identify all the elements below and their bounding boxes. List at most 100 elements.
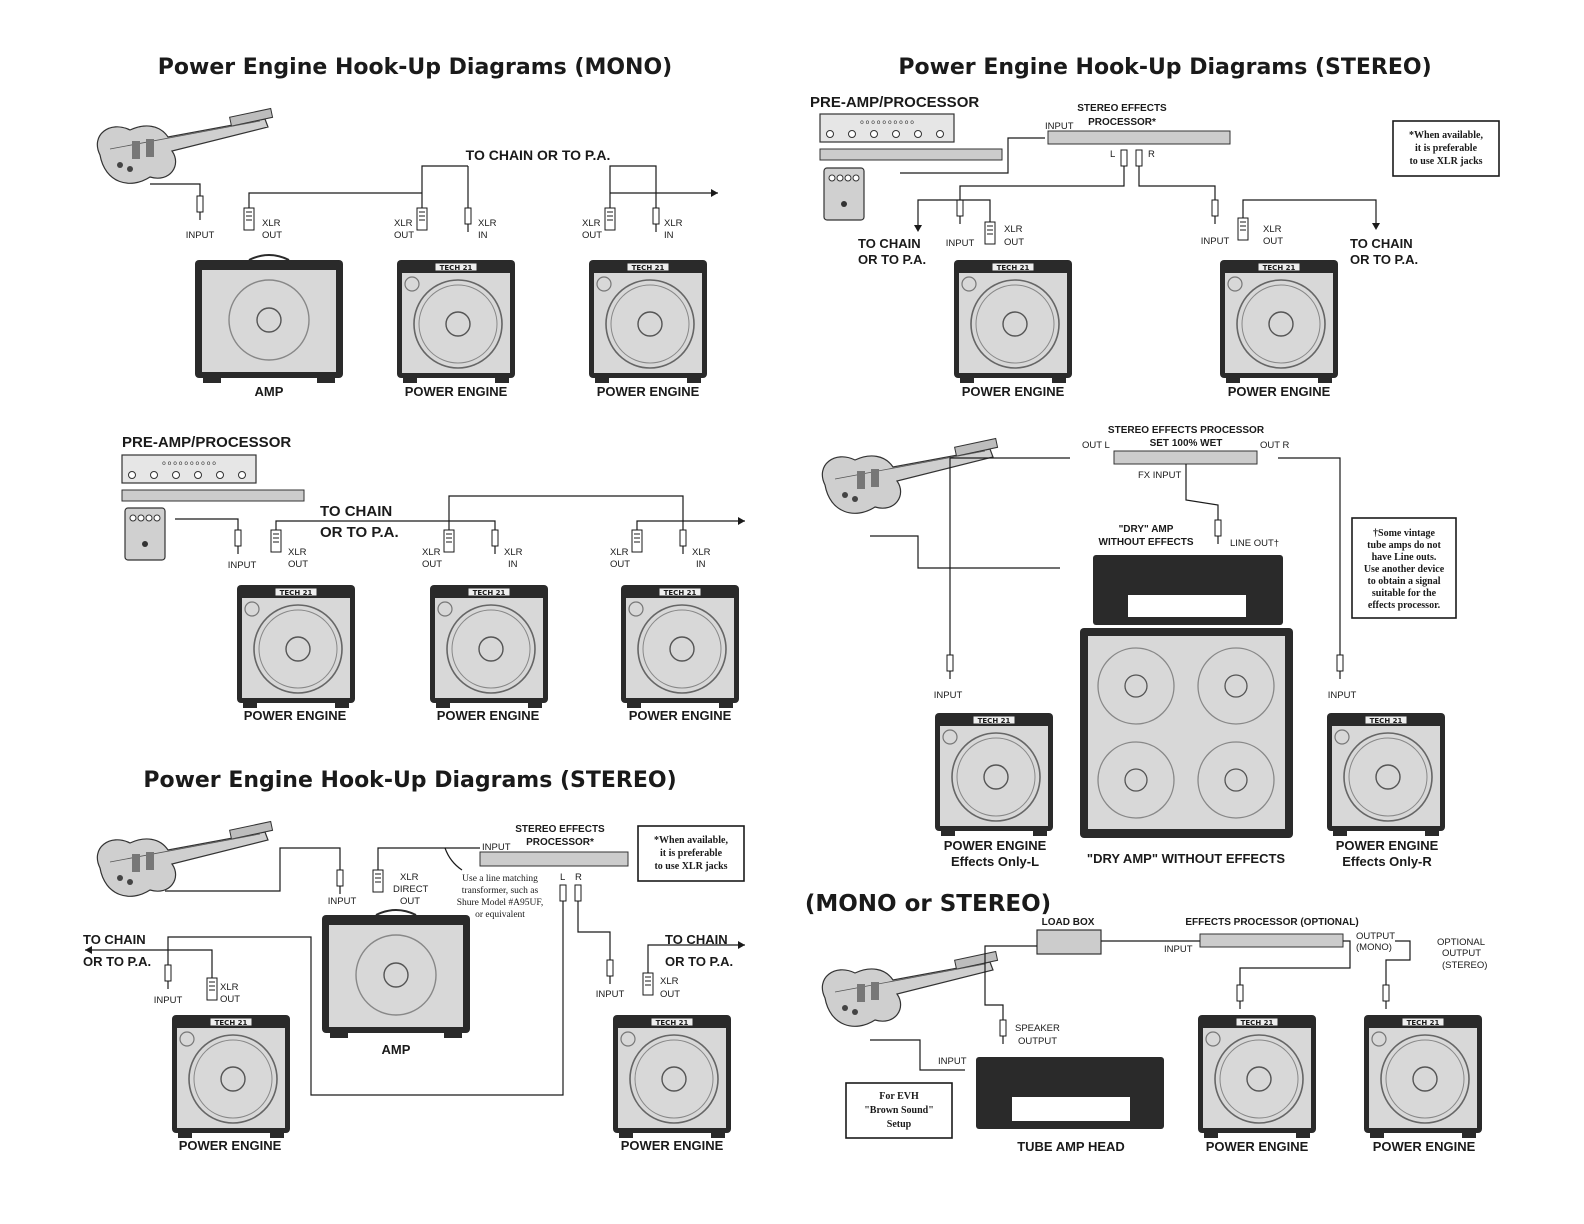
svg-text:OUTPUT: OUTPUT [1442, 948, 1481, 959]
svg-text:XLR: XLR [220, 982, 239, 993]
svg-text:OUT: OUT [422, 559, 442, 570]
svg-text:*When available,: *When available, [1409, 130, 1483, 141]
svg-text:POWER ENGINE: POWER ENGINE [962, 384, 1065, 399]
svg-text:OUT: OUT [1004, 237, 1024, 248]
svg-text:it is preferable: it is preferable [660, 848, 723, 859]
svg-text:Shure Model #A95UF,: Shure Model #A95UF, [457, 898, 544, 908]
svg-text:OUT: OUT [660, 989, 680, 1000]
svg-text:XLR: XLR [1263, 224, 1282, 235]
svg-text:INPUT: INPUT [328, 896, 357, 907]
svg-text:PROCESSOR*: PROCESSOR* [526, 837, 594, 848]
svg-text:POWER ENGINE: POWER ENGINE [597, 384, 700, 399]
svg-text:INPUT: INPUT [946, 238, 975, 249]
svg-text:AMP: AMP [255, 384, 284, 399]
svg-text:OUT: OUT [262, 230, 282, 241]
svg-text:INPUT: INPUT [1201, 236, 1230, 247]
svg-text:tube amps do not: tube amps do not [1367, 540, 1441, 551]
svg-text:TO CHAIN: TO CHAIN [1350, 236, 1413, 251]
svg-text:INPUT: INPUT [482, 842, 511, 853]
svg-text:IN: IN [478, 230, 488, 241]
svg-text:Use another device: Use another device [1364, 564, 1445, 575]
svg-text:POWER ENGINE: POWER ENGINE [1228, 384, 1331, 399]
svg-text:TO CHAIN: TO CHAIN [83, 932, 146, 947]
svg-text:XLR: XLR [422, 547, 441, 558]
svg-text:R: R [1148, 149, 1155, 160]
svg-text:"Brown Sound": "Brown Sound" [864, 1105, 934, 1116]
svg-text:XLR: XLR [504, 547, 523, 558]
svg-text:SET 100% WET: SET 100% WET [1150, 438, 1223, 449]
svg-text:POWER ENGINE: POWER ENGINE [1373, 1139, 1476, 1154]
svg-text:For EVH: For EVH [879, 1091, 919, 1102]
svg-text:OUT: OUT [610, 559, 630, 570]
svg-text:INPUT: INPUT [1328, 690, 1357, 701]
svg-text:Effects Only-R: Effects Only-R [1342, 854, 1432, 869]
svg-text:INPUT: INPUT [1045, 121, 1074, 132]
svg-text:(MONO): (MONO) [1356, 942, 1392, 953]
svg-text:to obtain a signal: to obtain a signal [1367, 576, 1440, 587]
svg-text:WITHOUT EFFECTS: WITHOUT EFFECTS [1099, 537, 1194, 548]
mono-diagram-1: INPUT XLR OUT XLR OUT XLR IN TO CHAIN OR… [96, 107, 718, 399]
svg-text:XLR: XLR [478, 218, 497, 229]
svg-text:OUT: OUT [288, 559, 308, 570]
svg-text:POWER ENGINE: POWER ENGINE [244, 708, 347, 723]
svg-text:transformer, such as: transformer, such as [462, 885, 539, 896]
guitar-icon [96, 107, 274, 184]
svg-text:LINE OUT†: LINE OUT† [1230, 538, 1279, 549]
svg-text:OR TO P.A.: OR TO P.A. [858, 252, 926, 267]
svg-text:FX INPUT: FX INPUT [1138, 470, 1181, 481]
svg-text:L: L [1110, 149, 1115, 160]
svg-text:INPUT: INPUT [596, 989, 625, 1000]
wet-dry-diagram: STEREO EFFECTS PROCESSOR SET 100% WET OU… [821, 425, 1457, 869]
svg-text:POWER ENGINE: POWER ENGINE [179, 1138, 282, 1153]
svg-text:effects processor.: effects processor. [1368, 600, 1441, 611]
svg-text:INPUT: INPUT [938, 1056, 967, 1067]
svg-text:OUT: OUT [400, 896, 420, 907]
svg-text:POWER ENGINE: POWER ENGINE [1206, 1139, 1309, 1154]
svg-text:INPUT: INPUT [154, 995, 183, 1006]
svg-text:to use XLR jacks: to use XLR jacks [654, 861, 727, 872]
svg-text:POWER ENGINE: POWER ENGINE [437, 708, 540, 723]
svg-text:XLR: XLR [262, 218, 281, 229]
svg-text:INPUT: INPUT [228, 560, 257, 571]
svg-text:XLR: XLR [610, 547, 629, 558]
svg-text:INPUT: INPUT [1164, 944, 1193, 955]
svg-text:L: L [560, 872, 565, 883]
chain-label-1: TO CHAIN OR TO P.A. [466, 147, 611, 163]
svg-text:to use XLR jacks: to use XLR jacks [1409, 156, 1482, 167]
svg-text:PRE-AMP/PROCESSOR: PRE-AMP/PROCESSOR [810, 94, 979, 111]
power-engine-cabinet [396, 259, 516, 384]
evh-diagram: LOAD BOX EFFECTS PROCESSOR (OPTIONAL) IN… [821, 917, 1487, 1154]
svg-text:XLR: XLR [400, 872, 419, 883]
svg-text:XLR: XLR [582, 218, 601, 229]
svg-text:PROCESSOR*: PROCESSOR* [1088, 117, 1156, 128]
power-engine-cabinet [588, 259, 708, 384]
mono-diagram-2: PRE-AMP/PROCESSOR INPUT XLR OUT TO CHAIN… [121, 434, 745, 723]
svg-text:OR TO P.A.: OR TO P.A. [1350, 252, 1418, 267]
svg-text:OR TO P.A.: OR TO P.A. [320, 524, 399, 541]
svg-text:TO CHAIN: TO CHAIN [320, 503, 392, 520]
svg-text:or equivalent: or equivalent [475, 910, 525, 920]
svg-text:(STEREO): (STEREO) [1442, 960, 1487, 971]
svg-text:EFFECTS PROCESSOR (OPTIONAL): EFFECTS PROCESSOR (OPTIONAL) [1185, 917, 1358, 928]
svg-text:XLR: XLR [692, 547, 711, 558]
svg-text:OR TO P.A.: OR TO P.A. [83, 954, 151, 969]
title-mono: Power Engine Hook-Up Diagrams (MONO) [158, 55, 672, 80]
svg-text:OUT: OUT [582, 230, 602, 241]
svg-text:IN: IN [696, 559, 706, 570]
svg-text:OUT R: OUT R [1260, 440, 1290, 451]
svg-text:Effects Only-L: Effects Only-L [951, 854, 1039, 869]
svg-text:OR TO P.A.: OR TO P.A. [665, 954, 733, 969]
svg-text:Use a line matching: Use a line matching [462, 874, 538, 884]
svg-text:POWER ENGINE: POWER ENGINE [621, 1138, 724, 1153]
svg-text:POWER ENGINE: POWER ENGINE [405, 384, 508, 399]
svg-text:XLR: XLR [288, 547, 307, 558]
svg-text:TUBE AMP HEAD: TUBE AMP HEAD [1017, 1139, 1125, 1154]
svg-text:"DRY AMP" WITHOUT EFFECTS: "DRY AMP" WITHOUT EFFECTS [1087, 851, 1286, 866]
svg-text:INPUT: INPUT [186, 230, 215, 241]
svg-text:INPUT: INPUT [934, 690, 963, 701]
svg-text:IN: IN [508, 559, 518, 570]
svg-text:STEREO EFFECTS: STEREO EFFECTS [1077, 103, 1167, 114]
preamp-label: PRE-AMP/PROCESSOR [122, 434, 291, 451]
svg-text:LOAD BOX: LOAD BOX [1042, 917, 1095, 928]
